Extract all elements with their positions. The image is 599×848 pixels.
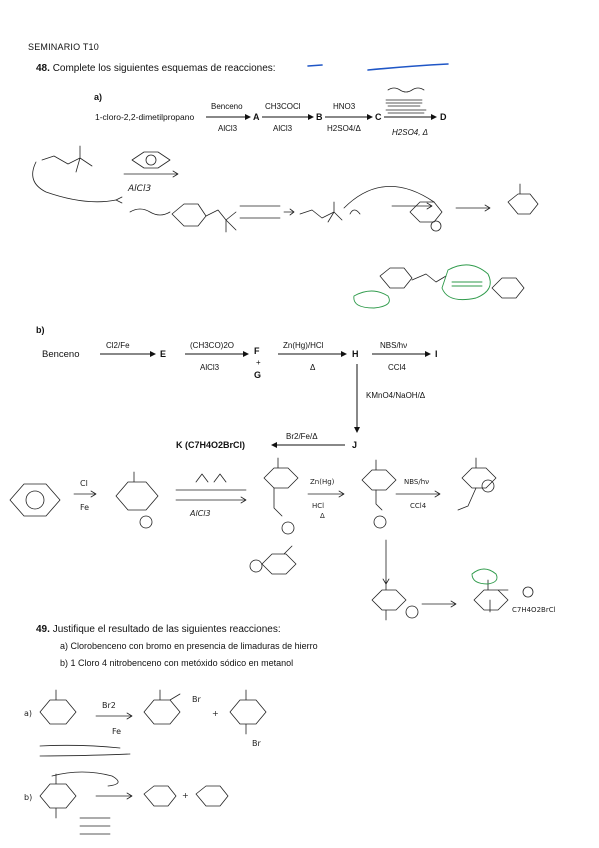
part-b-r6: Br2/Fe/Δ bbox=[286, 432, 318, 441]
hand-part-a-start bbox=[32, 145, 123, 204]
question-49-b: b) 1 Cloro 4 nitrobenceno con metóxido s… bbox=[60, 658, 294, 668]
part-a-label: a) bbox=[94, 92, 103, 102]
hand-b-ortho bbox=[249, 545, 297, 575]
part-b-I: I bbox=[435, 349, 438, 359]
hand-b-final: C7H4O2BrCl bbox=[512, 606, 556, 614]
hand-q49a-label: a) bbox=[24, 709, 32, 718]
hand-b-ccl4: CCl4 bbox=[410, 502, 427, 510]
part-a-r2-bottom: AlCl3 bbox=[273, 124, 293, 133]
hand-a-reagent: AlCl3 bbox=[127, 184, 151, 194]
hand-b-hcl: HCl bbox=[312, 502, 324, 510]
hand-b-reagent-2: Fe bbox=[80, 503, 89, 512]
question-48: 48. Complete los siguientes esquemas de … bbox=[36, 63, 276, 74]
hand-b-oxidation bbox=[371, 539, 534, 621]
question-48-number: 48. bbox=[36, 63, 50, 74]
hand-q49a bbox=[39, 689, 267, 757]
part-b-r3-top: Zn(Hg)/HCl bbox=[283, 341, 324, 350]
part-b-r4-top: NBS/hν bbox=[380, 341, 408, 350]
hand-part-a-final bbox=[353, 264, 525, 309]
hand-q49a-br-b: Br bbox=[252, 739, 261, 748]
part-a-r4-bottom: H2SO4, Δ bbox=[392, 128, 429, 137]
hand-q49b-label: b) bbox=[24, 793, 32, 802]
hand-q49a-br2: Br2 bbox=[102, 701, 116, 710]
hand-b-chlorobenzene bbox=[115, 471, 159, 529]
seminar-title: SEMINARIO T10 bbox=[28, 42, 99, 52]
hand-b-delta: Δ bbox=[320, 512, 325, 520]
hand-part-a-row2 bbox=[129, 183, 539, 233]
part-a-r2-top: CH3COCl bbox=[265, 102, 301, 111]
part-b-r4-bottom: CCl4 bbox=[388, 363, 406, 372]
hand-q49b-plus: + bbox=[182, 791, 189, 800]
part-b-G: G bbox=[254, 370, 262, 380]
part-b-r2-bottom: AlCl3 bbox=[200, 363, 220, 372]
part-a-start: 1-cloro-2,2-dimetilpropano bbox=[95, 112, 195, 122]
question-49-a: a) Clorobenceno con bromo en presencia d… bbox=[60, 641, 318, 651]
scribble-reagent bbox=[385, 87, 427, 114]
part-b-plus: + bbox=[256, 358, 261, 367]
blue-mark-1 bbox=[307, 64, 323, 67]
part-a-r1-bottom: AlCl3 bbox=[218, 124, 238, 133]
hand-q49a-plus: + bbox=[212, 709, 219, 718]
part-a-C: C bbox=[375, 112, 382, 122]
part-a-D: D bbox=[440, 112, 447, 122]
question-48-statement: Complete los siguientes esquemas de reac… bbox=[52, 63, 276, 74]
part-b-r3-bottom: Δ bbox=[310, 363, 316, 372]
part-b-F: F bbox=[254, 346, 260, 356]
hand-b-acyl-reagent: AlCl3 bbox=[189, 509, 211, 518]
hand-b-acylation bbox=[175, 473, 247, 504]
blue-mark-2 bbox=[367, 63, 449, 71]
hand-b-nbs-label: NBS/hν bbox=[404, 478, 429, 486]
part-b-label: b) bbox=[36, 325, 45, 335]
part-a-r3-bottom: H2SO4/Δ bbox=[327, 124, 361, 133]
part-a-r3-top: HNO3 bbox=[333, 102, 356, 111]
hand-benzene-1 bbox=[123, 151, 179, 178]
part-a-B: B bbox=[316, 112, 323, 122]
part-b-J: J bbox=[352, 440, 358, 450]
part-b-r1: Cl2/Fe bbox=[106, 341, 130, 350]
hand-q49a-br: Br bbox=[192, 695, 201, 704]
part-b-r2-top: (CH3CO)2O bbox=[190, 341, 235, 350]
hand-b-benzene bbox=[9, 483, 97, 517]
part-a-A: A bbox=[253, 112, 260, 122]
part-a-r1-top: Benceno bbox=[211, 102, 243, 111]
hand-q49a-fe: Fe bbox=[112, 727, 121, 736]
hand-b-zn: Zn(Hg) bbox=[310, 478, 335, 486]
hand-b-reagent-1: Cl bbox=[80, 479, 88, 488]
part-b-K: K (C7H4O2BrCl) bbox=[176, 440, 246, 450]
question-49: 49. Justifique el resultado de las sigui… bbox=[36, 624, 281, 635]
part-b-start: Benceno bbox=[42, 349, 80, 360]
hand-b-ketone bbox=[263, 457, 299, 535]
hand-b-bromide bbox=[457, 457, 497, 511]
hand-b-nbs bbox=[395, 490, 441, 498]
hand-b-ethylbenzene bbox=[361, 459, 397, 529]
part-b-E: E bbox=[160, 349, 167, 359]
hand-b-reduction bbox=[307, 490, 345, 498]
part-b-r5: KMnO4/NaOH/Δ bbox=[366, 391, 426, 400]
question-49-statement: Justifique el resultado de las siguiente… bbox=[52, 624, 281, 635]
hand-q49b bbox=[39, 771, 229, 835]
part-b-H: H bbox=[352, 349, 359, 359]
question-49-number: 49. bbox=[36, 624, 50, 635]
